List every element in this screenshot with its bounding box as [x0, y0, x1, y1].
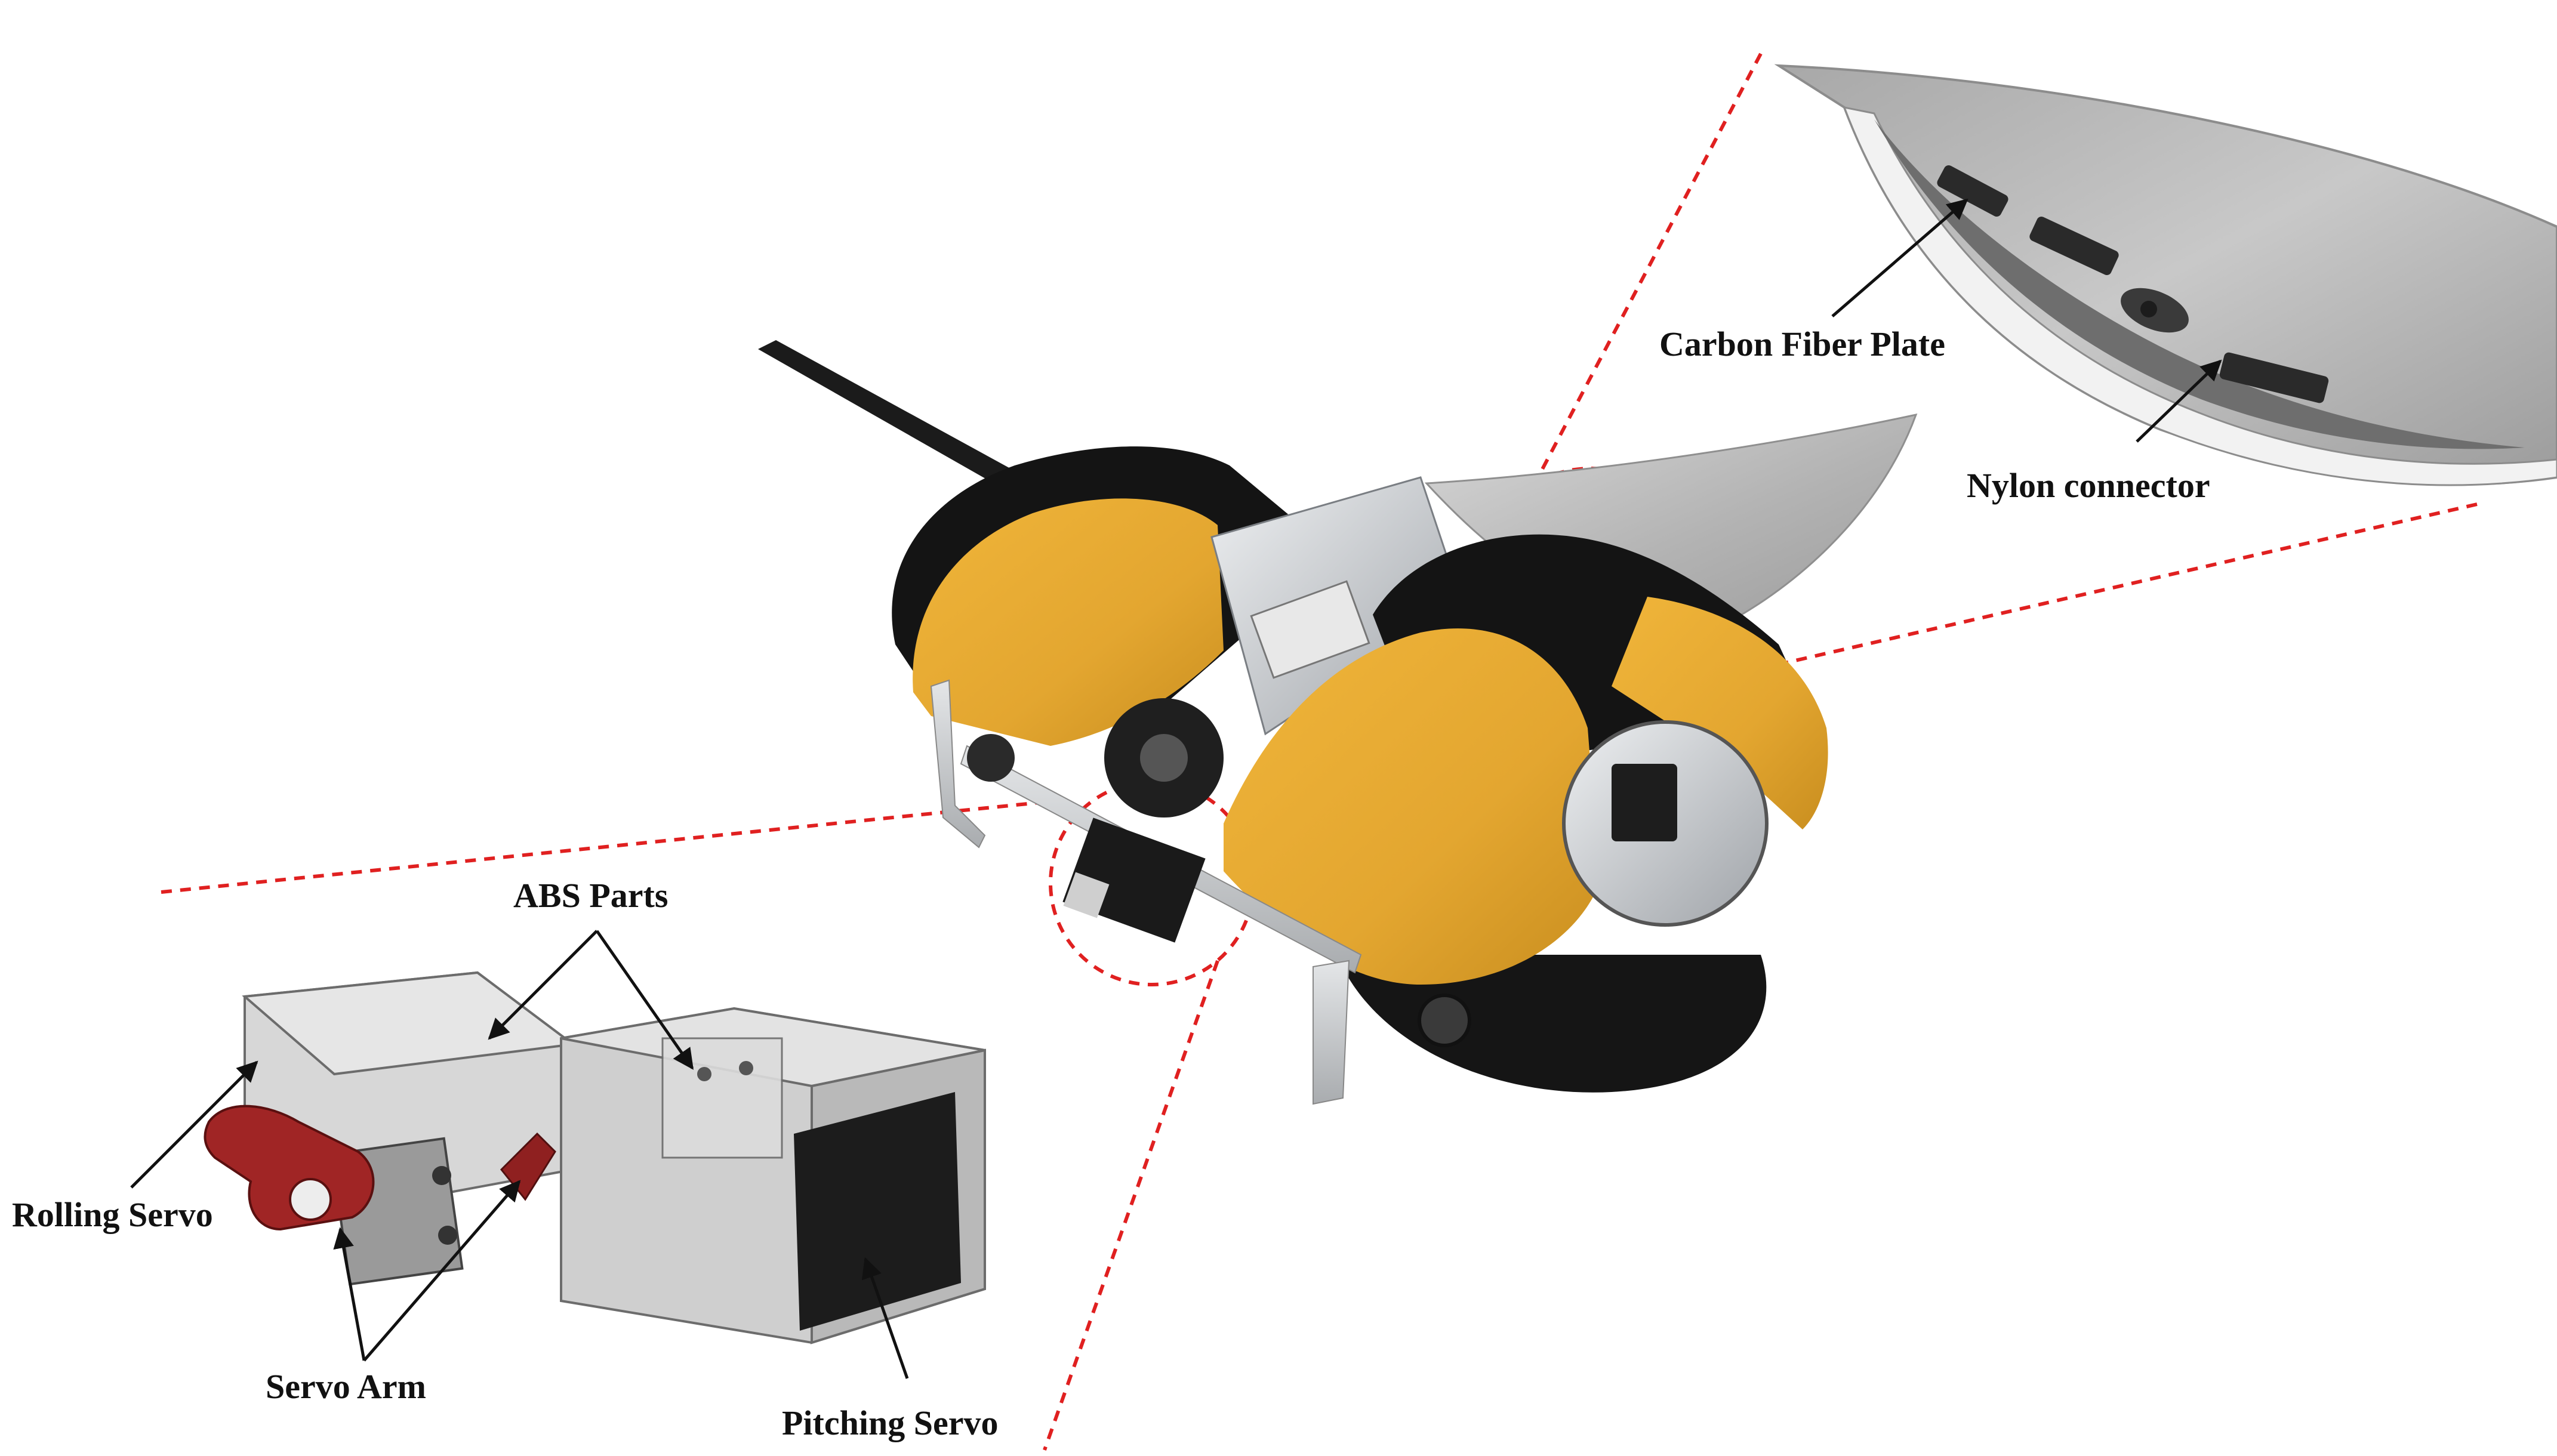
pitch-mount-block [661, 1037, 783, 1159]
carbon-fiber-plate-segment [2219, 352, 2329, 403]
rolling-servo-arrow [130, 1060, 258, 1189]
servo-screw [438, 1226, 457, 1245]
servo-screw [432, 1166, 451, 1185]
abs-parts-arrow-right [595, 930, 694, 1070]
servo-bracket [1063, 872, 1110, 918]
servo-assembly [204, 971, 986, 1344]
connector-bolt [2140, 301, 2157, 317]
detail-line-servo-down [1043, 960, 1219, 1451]
abs-parts-arrow-left [488, 930, 598, 1040]
side-thruster-hub [1140, 734, 1188, 782]
carbon-fiber-plate-segment [1937, 165, 2008, 217]
camera-module [1612, 764, 1677, 841]
mount-screw [697, 1067, 711, 1081]
detail-line-fin-lower [1683, 502, 2478, 688]
tail-rod [758, 340, 1027, 495]
servo-arm-arrow-right [363, 1180, 521, 1362]
nylon-connector-arrow [2136, 359, 2222, 443]
carbon-fiber-plate-segment [2029, 216, 2119, 276]
rear-hull-yellow [913, 498, 1224, 746]
label-pitching-servo: Pitching Servo [782, 1403, 999, 1442]
front-hull-yellow-right [1612, 597, 1828, 829]
label-rolling-servo: Rolling Servo [12, 1195, 213, 1234]
label-servo-arm: Servo Arm [266, 1367, 426, 1406]
mount-screw [739, 1061, 753, 1075]
servo-arm-arrow-left [333, 1227, 366, 1361]
label-nylon-connector: Nylon connector [1967, 466, 2210, 505]
silver-frame-right [1313, 960, 1350, 1105]
label-abs-parts: ABS Parts [513, 876, 668, 915]
servo-arm-hub [289, 1178, 332, 1221]
leader-lines [130, 198, 2222, 1379]
pitching-servo-arrow [861, 1257, 909, 1379]
rear-thruster [967, 734, 1015, 782]
bottom-thruster [1418, 994, 1471, 1047]
front-hull-yellow [1224, 628, 1600, 985]
battery-pack [1250, 580, 1370, 679]
carbon-fiber-plate-arrow [1831, 198, 1968, 317]
silver-frame-left [930, 679, 986, 849]
robot-body [758, 340, 1918, 1105]
label-carbon-fiber-plate: Carbon Fiber Plate [1659, 325, 1945, 363]
pitching-servo-body [794, 1092, 961, 1331]
hull-bottom [1337, 955, 1767, 1093]
